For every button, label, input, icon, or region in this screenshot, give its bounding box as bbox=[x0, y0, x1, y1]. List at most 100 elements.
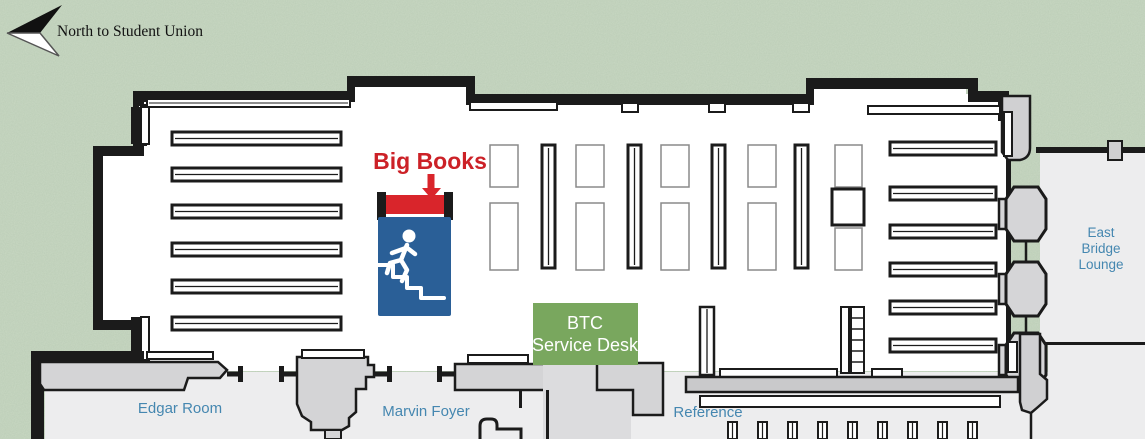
counter-top bbox=[301, 349, 365, 359]
big-books-shelf bbox=[386, 195, 444, 214]
east-label-line3: Lounge bbox=[1078, 257, 1123, 272]
bookshelf bbox=[888, 185, 998, 202]
south-stacks bbox=[698, 305, 865, 377]
top-wall bbox=[470, 94, 810, 105]
study-carrels bbox=[727, 421, 978, 439]
compass: North to Student Union bbox=[6, 5, 203, 57]
door-jamb bbox=[238, 366, 243, 382]
door-jamb bbox=[442, 371, 458, 377]
window-sill bbox=[1003, 111, 1013, 157]
east-lounge-bottom-wall bbox=[1038, 342, 1145, 345]
big-books-label: Big Books bbox=[373, 148, 487, 174]
table-unit bbox=[830, 187, 866, 227]
table bbox=[575, 144, 605, 188]
foyer-desk-east bbox=[595, 361, 665, 417]
wall-stub bbox=[519, 390, 522, 408]
bookshelf bbox=[840, 306, 850, 374]
bookshelf bbox=[710, 143, 727, 270]
wall-pillars bbox=[131, 106, 150, 361]
east-label-line1: East bbox=[1087, 225, 1114, 240]
bookshelf bbox=[170, 315, 343, 332]
edgar-wall bbox=[31, 351, 144, 363]
top-wall bbox=[133, 91, 355, 102]
table bbox=[834, 144, 863, 188]
table bbox=[575, 202, 605, 271]
corridor-wall bbox=[546, 390, 549, 439]
door-jamb bbox=[284, 371, 297, 377]
bookshelf bbox=[170, 241, 343, 258]
walls bbox=[93, 76, 1011, 372]
east-lounge-lower-floor bbox=[1048, 342, 1145, 439]
wall-pillar bbox=[1018, 332, 1049, 415]
west-wall-bump bbox=[93, 146, 144, 156]
compass-label: North to Student Union bbox=[57, 23, 203, 40]
wall-step bbox=[347, 76, 355, 102]
table bbox=[660, 144, 690, 188]
table bbox=[747, 144, 777, 188]
bookshelf bbox=[793, 143, 810, 270]
west-wall-bump bbox=[93, 146, 103, 330]
door-jamb bbox=[227, 371, 240, 377]
bench bbox=[146, 351, 214, 360]
btc-service-desk: BTC Service Desk bbox=[532, 303, 639, 365]
top-wall-bump bbox=[347, 76, 475, 87]
window-sills bbox=[137, 98, 1001, 146]
table bbox=[834, 227, 863, 271]
east-wall bbox=[1006, 112, 1011, 372]
reference-counter bbox=[684, 375, 1020, 394]
bookshelf bbox=[888, 223, 998, 240]
center-stacks bbox=[489, 143, 866, 271]
top-wall bbox=[970, 91, 1006, 102]
east-lounge-top-wall bbox=[1036, 147, 1145, 153]
bookshelf bbox=[540, 143, 557, 270]
wall-step bbox=[968, 78, 978, 102]
door-jamb bbox=[373, 371, 389, 377]
btc-desk-label-line1: BTC bbox=[567, 313, 603, 333]
table bbox=[489, 144, 519, 188]
stair-wall bbox=[444, 192, 453, 220]
bookshelf bbox=[626, 143, 643, 270]
compass-arrow-dark bbox=[7, 5, 62, 33]
door-jamb bbox=[437, 366, 442, 382]
table bbox=[660, 202, 690, 271]
east-lounge-floor bbox=[1040, 150, 1145, 342]
window-sill bbox=[1007, 341, 1018, 373]
stairs-sign bbox=[378, 217, 451, 316]
stair-wall bbox=[377, 192, 386, 220]
bookshelf bbox=[888, 299, 998, 316]
wall-pillar bbox=[1107, 140, 1123, 161]
reference-area bbox=[684, 332, 1049, 439]
east-label-line2: Bridge bbox=[1081, 241, 1120, 256]
stair-structure bbox=[295, 349, 458, 439]
compass-arrow-light bbox=[6, 32, 60, 57]
east-bridge-lounge-label: East Bridge Lounge bbox=[1078, 225, 1123, 272]
wall-step bbox=[466, 76, 475, 105]
bookshelf bbox=[170, 203, 343, 220]
btc-desk-label-line2: Service Desk bbox=[532, 335, 639, 355]
door-jamb bbox=[387, 366, 392, 382]
big-books-stairwell: Big Books bbox=[373, 148, 487, 316]
marvin-foyer-label: Marvin Foyer bbox=[382, 403, 470, 420]
door-jamb bbox=[279, 366, 284, 382]
west-wall-bump bbox=[93, 320, 144, 330]
bookshelf bbox=[888, 337, 998, 354]
reference-label: Reference bbox=[673, 404, 742, 421]
stair-hook bbox=[478, 417, 523, 439]
table bbox=[747, 202, 777, 271]
counter-top bbox=[467, 354, 529, 364]
wall-step bbox=[806, 78, 814, 105]
bookshelf bbox=[888, 140, 998, 157]
edgar-room-structures bbox=[31, 351, 297, 439]
shelf bbox=[699, 395, 1001, 408]
top-wall-raised bbox=[806, 78, 976, 89]
bookshelf bbox=[170, 166, 343, 183]
table bbox=[489, 202, 519, 271]
edgar-room-label: Edgar Room bbox=[138, 400, 222, 417]
big-books-arrow bbox=[422, 174, 441, 199]
bookshelf bbox=[888, 261, 998, 278]
edgar-counter bbox=[38, 360, 229, 392]
stair-stem bbox=[324, 429, 342, 439]
bookshelf bbox=[170, 130, 343, 147]
bookshelf bbox=[170, 278, 343, 295]
